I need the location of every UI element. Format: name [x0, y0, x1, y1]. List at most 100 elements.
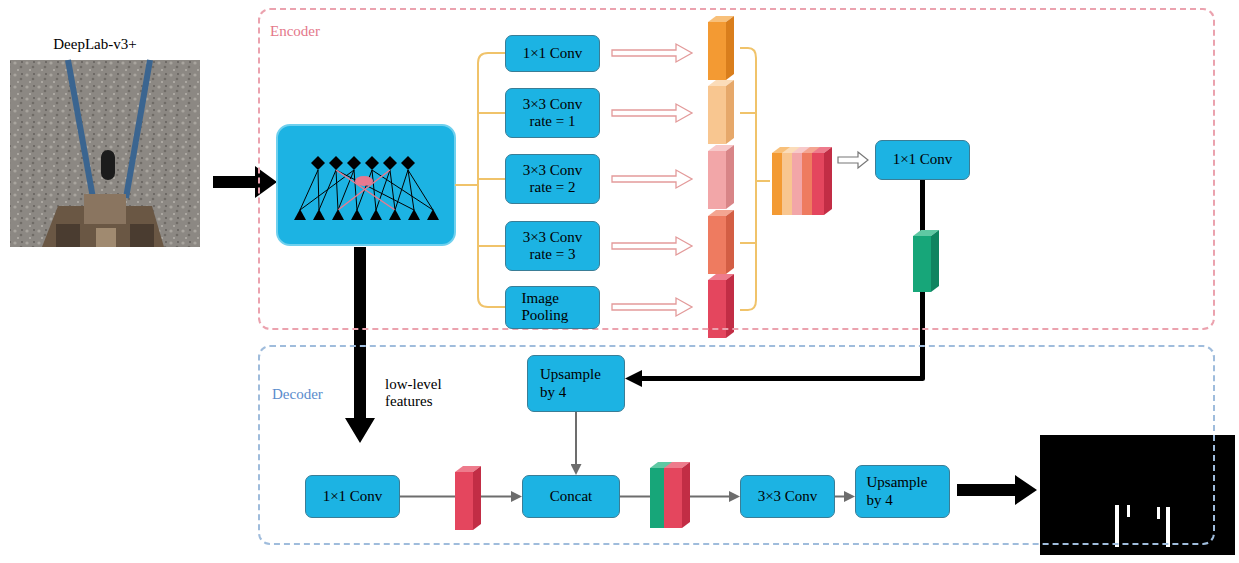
backbone-block — [408, 170, 414, 210]
process-box: 1×1 Conv — [505, 35, 600, 72]
big-arrow — [957, 475, 1037, 505]
title-anchor: DeepLab-v3+ — [10, 36, 180, 53]
box-label: 3×3 Conv — [758, 488, 818, 505]
hollow-arrow — [612, 298, 692, 316]
box-label: 1×1 Conv — [323, 488, 383, 505]
backbone-block — [313, 209, 325, 220]
box-label: 1×1 Conv — [893, 151, 953, 168]
box-label: 3×3 Conv rate = 1 — [517, 96, 589, 131]
feature-map — [455, 472, 473, 530]
input-photo — [101, 150, 115, 180]
merge-bracket — [740, 112, 756, 114]
hollow-arrow — [612, 104, 692, 122]
concat-stack — [664, 468, 682, 528]
feature-map — [708, 16, 734, 338]
backbone-block — [427, 209, 439, 220]
branch-bracket — [478, 178, 505, 180]
backbone-block — [354, 170, 357, 210]
box-label: Concat — [550, 488, 593, 505]
box-label: 3×3 Conv rate = 3 — [517, 229, 589, 264]
concat-stack — [812, 153, 824, 215]
concat-stack — [650, 462, 690, 528]
feature-map — [726, 80, 734, 144]
backbone-block — [336, 170, 338, 210]
backbone-block — [336, 170, 414, 210]
process-box: 3×3 Conv rate = 3 — [505, 221, 600, 271]
backbone-block — [347, 156, 361, 170]
output-mask — [1157, 507, 1160, 519]
feature-map — [726, 16, 734, 80]
output-mask — [1166, 507, 1170, 547]
merge-bracket — [740, 242, 756, 244]
output-mask — [1040, 435, 1235, 555]
box-label: 1×1 Conv — [523, 45, 583, 62]
process-box: 3×3 Conv — [740, 475, 835, 518]
process-box: Image Pooling — [505, 286, 600, 329]
input-photo — [10, 60, 200, 247]
box-label: Upsample by 4 — [867, 474, 939, 509]
merge-bracket — [756, 180, 770, 182]
branch-bracket — [478, 112, 505, 114]
input-photo — [56, 224, 80, 247]
backbone-block — [389, 209, 401, 220]
hollow-arrow — [612, 44, 692, 62]
backbone-block — [277, 125, 455, 245]
process-box: Upsample by 4 — [527, 355, 625, 412]
output-mask — [1115, 505, 1119, 547]
process-box: Upsample by 4 — [855, 465, 950, 518]
diagram-title: DeepLab-v3+ — [10, 36, 180, 53]
backbone-block — [401, 156, 415, 170]
connector-arrow — [575, 412, 577, 464]
concat-stack — [824, 147, 832, 215]
feature-map — [726, 210, 734, 274]
process-box: 3×3 Conv rate = 1 — [505, 88, 600, 138]
input-photo — [130, 224, 154, 247]
feature-map — [473, 466, 481, 530]
backbone-block — [336, 170, 395, 210]
input-photo — [126, 60, 150, 198]
merge-bracket — [740, 48, 756, 310]
feature-map — [708, 22, 726, 80]
feature-map — [726, 145, 734, 209]
box-label: 3×3 Conv rate = 2 — [517, 162, 589, 197]
backbone-block — [370, 209, 382, 220]
backbone-block — [277, 125, 455, 245]
backbone-block — [390, 170, 395, 210]
backbone-block — [318, 170, 319, 210]
backbone-block — [408, 209, 420, 220]
output-mask — [1127, 505, 1130, 517]
hollow-arrow — [612, 44, 692, 316]
backbone-block — [332, 209, 344, 220]
backbone-block — [294, 156, 439, 220]
merge-bracket — [740, 48, 770, 310]
process-box: 1×1 Conv — [875, 140, 970, 180]
concat-stack — [682, 462, 690, 528]
region-label: Decoder — [272, 386, 323, 403]
concat-stack — [650, 468, 666, 528]
process-box: 3×3 Conv rate = 2 — [505, 154, 600, 204]
feature-map — [708, 86, 726, 144]
big-arrow — [213, 166, 277, 198]
region-frame: Encoder1×1 Conv3×3 Conv rate = 13×3 Conv… — [258, 8, 1215, 330]
feature-map — [913, 230, 939, 292]
input-photo — [10, 60, 200, 247]
connector-arrow — [835, 496, 844, 498]
backbone-block — [355, 176, 373, 186]
backbone-block — [408, 170, 433, 210]
process-box: 1×1 Conv — [305, 475, 400, 518]
backbone-block — [336, 170, 395, 210]
output-mask — [1040, 435, 1235, 555]
branch-bracket — [478, 245, 505, 247]
concat-stack — [772, 147, 832, 215]
box-label: Image Pooling — [522, 290, 584, 325]
backbone-block — [329, 156, 343, 170]
annotation-label: low-level features — [385, 376, 467, 411]
backbone-block — [300, 170, 318, 210]
hollow-arrow — [838, 152, 868, 168]
backbone-block — [300, 170, 433, 210]
branch-bracket — [455, 53, 505, 307]
hollow-arrow — [612, 170, 692, 188]
process-box: Concat — [522, 475, 620, 518]
feature-map — [455, 466, 481, 530]
